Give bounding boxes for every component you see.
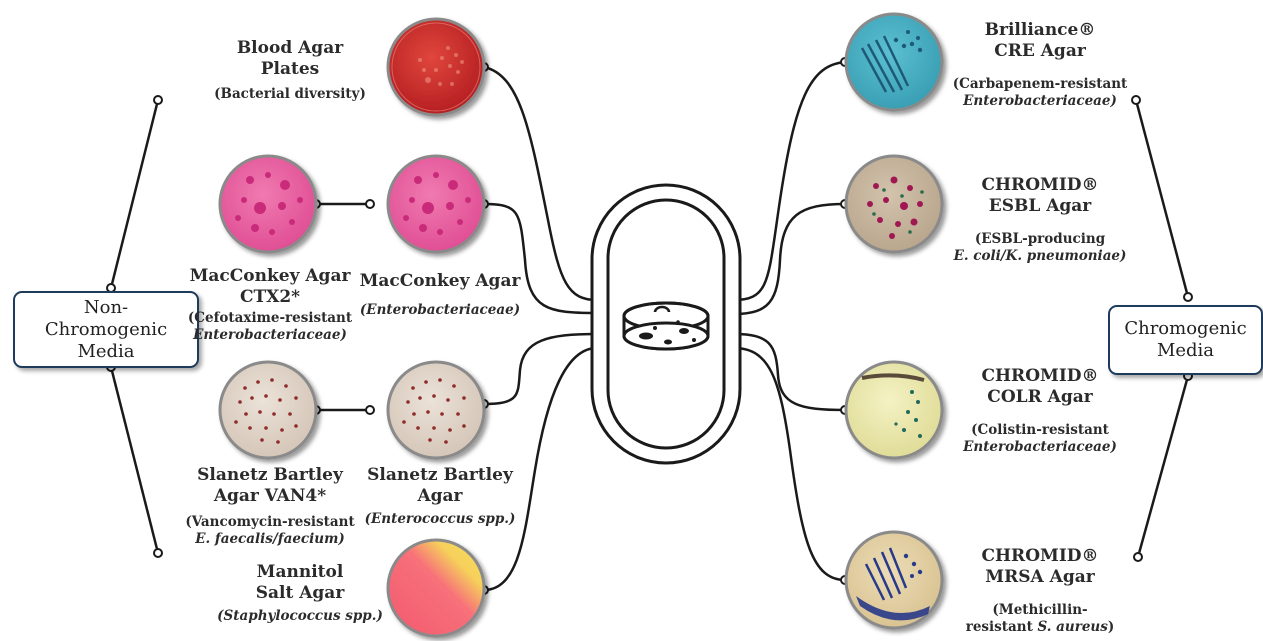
label-brilliance-cre: Brilliance®CRE Agar (Carbapenem-resistan… [950, 20, 1130, 110]
media-title: Brilliance®CRE Agar [950, 20, 1130, 62]
petri-dish-icon [592, 185, 740, 463]
media-target: (Bacterial diversity) [195, 86, 385, 103]
group-title-line: Media [45, 341, 167, 363]
plate-blood-agar [388, 19, 484, 115]
media-target: (Enterococcus spp.) [345, 511, 535, 528]
group-title-line: Media [1124, 340, 1246, 362]
group-title-line: Chromogenic [1124, 318, 1246, 340]
media-target: (Staphylococcus spp.) [215, 608, 385, 625]
media-title: MacConkey Agar [345, 271, 535, 292]
group-title-line: Non- [45, 297, 167, 319]
label-chromid-mrsa: CHROMID®MRSA Agar (Methicillin-resistant… [945, 546, 1135, 636]
media-target: (Methicillin-resistant S. aureus) [945, 602, 1135, 636]
media-title: CHROMID®COLR Agar [945, 366, 1135, 408]
plate-macconkey [388, 156, 484, 252]
left-bracket-upper [111, 100, 158, 288]
chromogenic-media-box: Chromogenic Media [1108, 305, 1263, 375]
plate-slanetz-van4 [220, 362, 316, 458]
link-blood-dish [484, 67, 597, 300]
link-dish-mrsa [734, 348, 845, 580]
plate-macconkey-ctx2 [220, 156, 316, 252]
plate-mannitol-salt [388, 540, 484, 636]
media-title: CHROMID®ESBL Agar [945, 175, 1135, 217]
plate-slanetz [388, 362, 484, 458]
media-title: CHROMID®MRSA Agar [945, 546, 1135, 588]
left-bracket-lower [111, 367, 158, 553]
media-target: (Enterobacteriaceae) [345, 302, 535, 319]
plate-brilliance-cre [846, 14, 942, 110]
right-bracket-lower [1138, 376, 1188, 557]
link-dish-cre [734, 62, 845, 300]
link-slan-dish [484, 334, 597, 404]
label-macconkey: MacConkey Agar (Enterobacteriaceae) [345, 271, 535, 319]
right-bracket-upper [1136, 100, 1188, 297]
group-title-line: Chromogenic [45, 319, 167, 341]
link-dish-colr [734, 334, 845, 410]
